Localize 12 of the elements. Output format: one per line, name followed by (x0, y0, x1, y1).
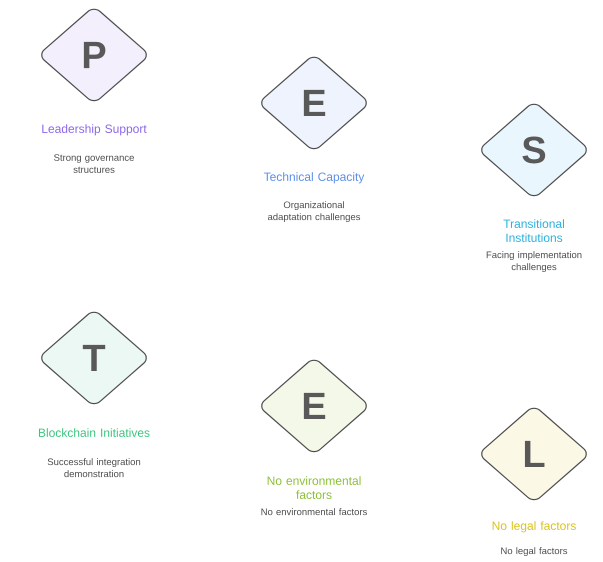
heading: Transitional Institutions (503, 219, 564, 242)
description: Successful integration demonstration (48, 458, 140, 478)
description: Strong governance structures (54, 154, 134, 173)
heading: Technical Capacity (264, 172, 364, 184)
heading: No legal factors (492, 521, 576, 532)
heading: Blockchain Initiatives (38, 428, 150, 437)
description: No environmental factors (261, 508, 367, 516)
description: No legal factors (501, 547, 568, 556)
heading: No environmental factors (268, 476, 361, 499)
description: Organizational adaptation challenges (268, 201, 360, 222)
description: Facing implementation challenges (486, 251, 582, 272)
heading: Leadership Support (42, 124, 147, 136)
